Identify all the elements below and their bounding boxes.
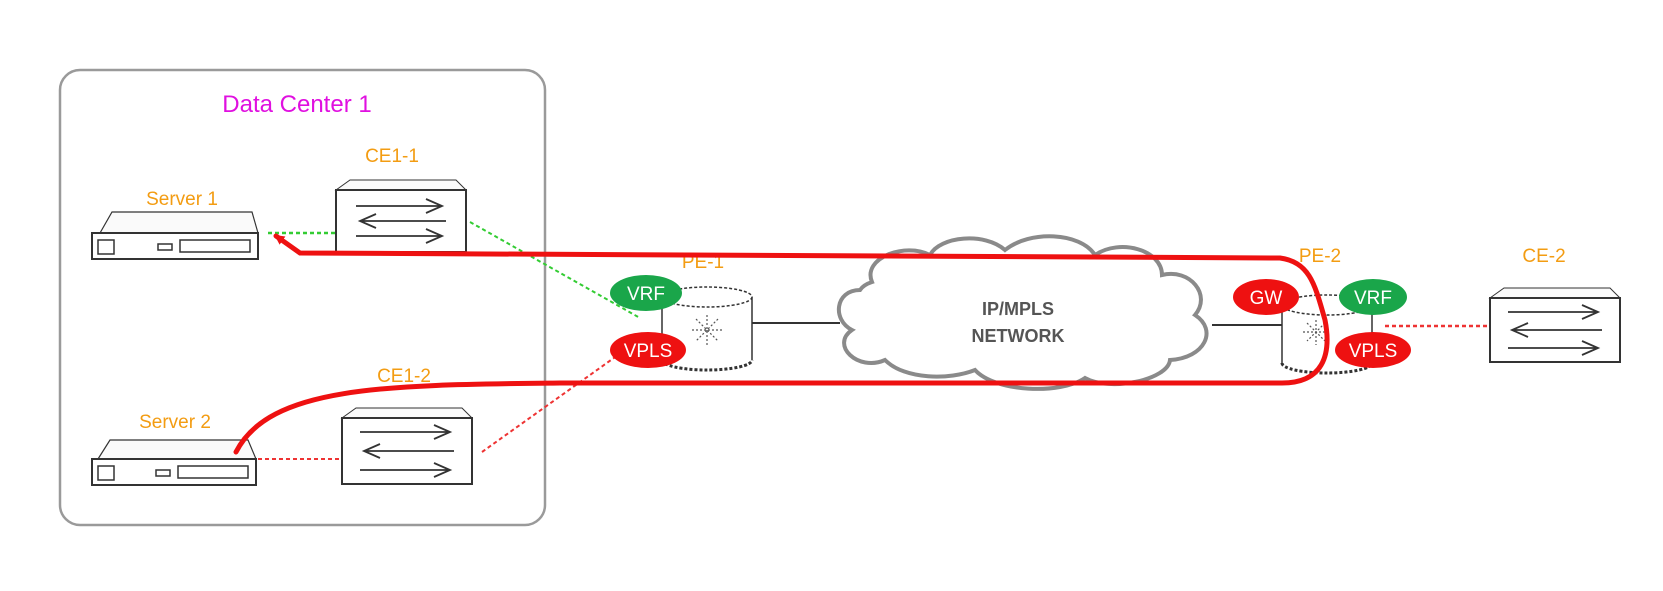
pe-1-router-icon (660, 286, 754, 372)
ip-mpls-cloud: IP/MPLS NETWORK (836, 234, 1209, 391)
pe-2-vpls-text: VPLS (1349, 341, 1398, 362)
ce1-1-switch-icon (334, 179, 468, 253)
ce1-2-label: CE1-2 (377, 366, 431, 387)
pe-2-vrf-text: VRF (1354, 288, 1392, 309)
server-1-label: Server 1 (146, 189, 218, 210)
pe-1-vrf-badge: VRF (610, 275, 682, 311)
datacenter-box (58, 68, 547, 527)
server-2-icon (91, 439, 257, 486)
pe-1-vpls-badge: VPLS (610, 332, 686, 368)
pe-2-label: PE-2 (1299, 246, 1341, 267)
ce-2-switch-icon (1488, 287, 1622, 363)
server-1-icon (91, 211, 259, 260)
datacenter-title: Data Center 1 (222, 91, 371, 118)
link-ce1-2-pe1 (481, 349, 626, 453)
server-2-label: Server 2 (139, 412, 211, 433)
pe-2-vrf-badge: VRF (1339, 279, 1407, 315)
cloud-label-line2: NETWORK (972, 326, 1065, 346)
pe-2-vpls-badge: VPLS (1335, 332, 1411, 368)
ce-2-label: CE-2 (1522, 246, 1565, 267)
ce1-2-switch-icon (340, 407, 474, 485)
pe-2-gw-badge: GW (1233, 279, 1299, 315)
cloud-label-line1: IP/MPLS (982, 299, 1054, 319)
link-ce1-1-pe1 (469, 221, 641, 319)
pe-2-gw-text: GW (1250, 288, 1283, 309)
traffic-path (233, 233, 1330, 455)
pe-1-vpls-text: VPLS (624, 341, 673, 362)
pe-1-vrf-text: VRF (627, 284, 665, 305)
ce1-1-label: CE1-1 (365, 146, 419, 167)
